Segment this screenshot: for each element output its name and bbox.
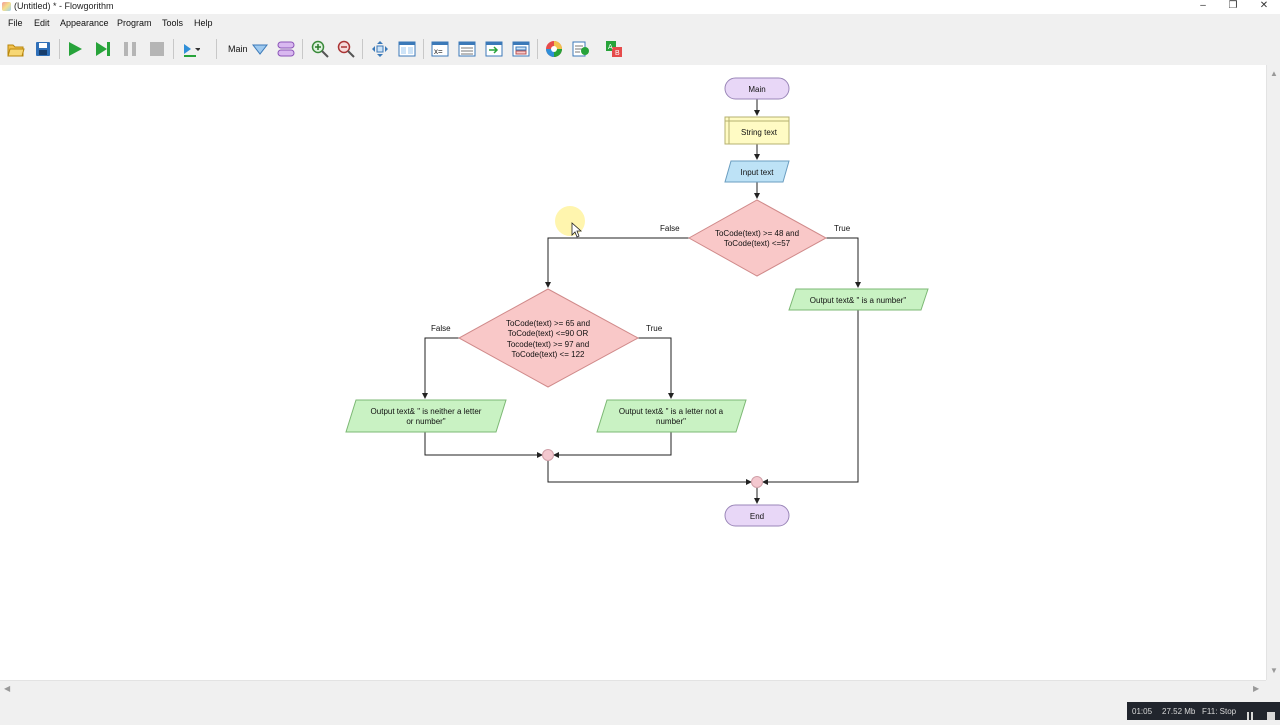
maximize-button[interactable]: ❐ [1228,0,1238,11]
toolbar-separator [537,39,538,59]
status-time: 01:05 [1132,707,1153,716]
start-terminal[interactable]: Main [724,77,790,100]
stop-icon[interactable] [148,40,166,58]
pause-icon[interactable] [121,40,139,58]
fit-icon[interactable] [371,40,389,58]
output-letter-block[interactable]: Output text& " is a letter not a number" [596,399,747,433]
decision2-line-4: ToCode(text) <= 122 [512,350,585,359]
toolbar-separator [173,39,174,59]
chart-style-icon[interactable] [545,40,563,58]
toolbar-separator [423,39,424,59]
open-icon[interactable] [7,40,25,58]
console-window-icon[interactable] [485,40,503,58]
source-code-icon[interactable] [572,40,590,58]
zoom-in-icon[interactable] [311,40,329,58]
run-icon[interactable] [66,40,84,58]
start-label: Main [748,85,765,94]
declare-label: String text [741,128,778,137]
menu-help[interactable]: Help [194,18,213,28]
decision2-true-label: True [646,324,663,333]
flowchart: Main String text Input text ToCode(text)… [345,77,929,527]
save-icon[interactable] [34,40,52,58]
status-bar [0,700,1280,720]
merge-connector-inner [542,449,554,461]
flow-lines [422,99,861,504]
menu-appearance[interactable]: Appearance [60,18,109,28]
decision2-line-2: ToCode(text) <=90 OR [508,329,589,338]
scroll-right-icon[interactable]: ▶ [1253,684,1260,693]
output-number-block[interactable]: Output text& " is a number" [788,288,929,311]
title-bar: (Untitled) * - Flowgorithm – ❐ ✕ [0,0,1280,14]
pause-recording-icon[interactable] [1246,707,1254,720]
layout-icon[interactable] [277,40,295,58]
horizontal-scrollbar[interactable]: ◀ ▶ [0,680,1266,696]
output-letter-line-1: Output text& " is a letter not a [619,407,724,416]
scroll-up-icon[interactable]: ▲ [1270,69,1278,78]
zoom-out-icon[interactable] [337,40,355,58]
decision2-false-label: False [431,324,451,333]
properties-window-icon[interactable] [512,40,530,58]
mouse-cursor [555,206,585,238]
step-icon[interactable] [94,40,112,58]
toolbar-separator [216,39,217,59]
menu-edit[interactable]: Edit [34,18,50,28]
window-title: (Untitled) * - Flowgorithm [14,1,114,11]
close-button[interactable]: ✕ [1259,0,1269,11]
output-number-label: Output text& " is a number" [810,296,907,305]
svg-text:B: B [615,50,620,57]
scroll-left-icon[interactable]: ◀ [4,684,11,693]
end-terminal[interactable]: End [724,504,790,527]
output-window-icon[interactable] [458,40,476,58]
app-icon [2,2,11,11]
declare-block[interactable]: String text [724,116,790,145]
output-neither-line-2: or number" [406,417,445,426]
scroll-down-icon[interactable]: ▼ [1270,666,1278,675]
minimize-button[interactable]: – [1200,0,1206,11]
decision1-line-2: ToCode(text) <=57 [724,239,791,248]
function-selector-label[interactable]: Main [228,44,248,54]
end-label: End [750,512,764,521]
toolbar-separator [362,39,363,59]
decision1-true-label: True [834,224,851,233]
layout-window-icon[interactable] [398,40,416,58]
decision-letter-check[interactable]: ToCode(text) >= 65 and ToCode(text) <=90… [457,288,640,388]
output-neither-line-1: Output text& " is neither a letter [371,407,482,416]
output-neither-block[interactable]: Output text& " is neither a letter or nu… [345,399,507,433]
input-block[interactable]: Input text [724,160,790,183]
decision2-line-3: Tocode(text) >= 97 and [507,340,589,349]
decision1-false-label: False [660,224,680,233]
status-hint: F11: Stop [1202,707,1237,716]
decision1-line-1: ToCode(text) >= 48 and [715,229,799,238]
function-dropdown-icon[interactable] [251,40,269,58]
menu-program[interactable]: Program [117,18,152,28]
output-letter-line-2: number" [656,417,686,426]
menu-file[interactable]: File [8,18,23,28]
status-memory: 27.52 Mb [1162,707,1196,716]
svg-text:A: A [608,44,613,51]
vertical-scrollbar[interactable]: ▲ ▼ [1266,65,1280,680]
input-label: Input text [741,168,775,177]
merge-connector-outer [751,476,763,488]
flowchart-canvas[interactable]: Main String text Input text ToCode(text)… [0,65,1266,680]
toolbar-separator [302,39,303,59]
decision2-line-1: ToCode(text) >= 65 and [506,319,590,328]
stop-recording-icon[interactable] [1267,707,1275,720]
svg-text:x=: x= [434,47,443,56]
variables-window-icon[interactable]: x= [431,40,449,58]
speed-icon[interactable] [182,40,200,58]
status-panel: 01:05 27.52 Mb F11: Stop [1127,702,1280,720]
decision-number-check[interactable]: ToCode(text) >= 48 and ToCode(text) <=57 [687,199,828,277]
toolbar-separator [59,39,60,59]
menu-tools[interactable]: Tools [162,18,184,28]
menu-bar: File Edit Appearance Program Tools Help [0,16,1280,32]
